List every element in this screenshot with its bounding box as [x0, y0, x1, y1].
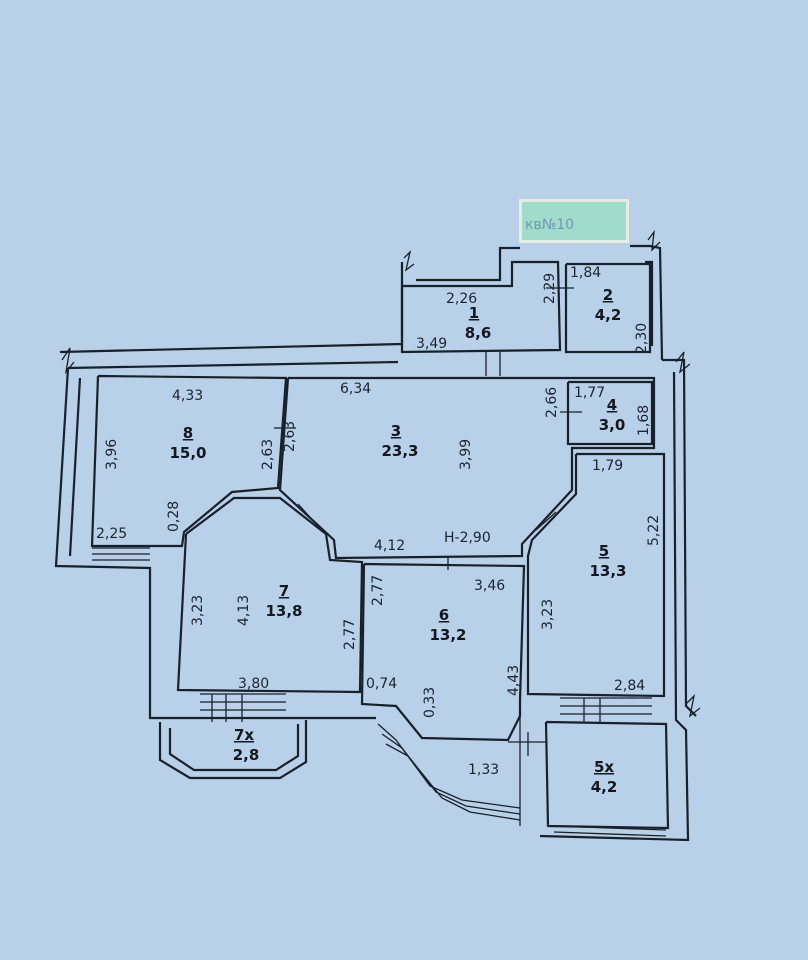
room-8-number: 8 [183, 424, 193, 442]
room-7-area: 13,8 [265, 602, 302, 620]
r2-side-dim: 2,30 [634, 323, 650, 354]
r8-right-dim: 0,28 [166, 501, 182, 532]
room-5-number: 5 [599, 542, 609, 560]
r3-height-dim: 3,99 [458, 439, 474, 470]
window-room-7 [200, 693, 286, 722]
apartment-label: кв№10 [525, 217, 575, 233]
room-7x-number: 7x [234, 726, 254, 744]
room-8-area: 15,0 [169, 444, 206, 462]
r3-left-a-dim: 2,63 [260, 439, 276, 470]
window-room-5 [560, 697, 652, 722]
r5-left-dim: 3,23 [540, 599, 556, 630]
r6-corner-dim: 0,74 [366, 676, 397, 692]
r6-bottom-dim: 1,33 [468, 762, 499, 778]
room-1-number: 1 [469, 304, 479, 322]
r5-bottom-dim: 2,84 [614, 678, 645, 694]
room-5x-area: 4,2 [591, 778, 618, 796]
door-marks [274, 287, 667, 837]
r8-top-dim: 4,33 [172, 388, 203, 404]
r4-side-dim: 2,66 [544, 387, 560, 418]
r7-bottom-dim: 3,80 [238, 676, 269, 692]
r3-left-b-dim: 2,63 [282, 421, 298, 452]
r1-bottom-dim: 3,49 [416, 336, 447, 352]
room-2-area: 4,2 [595, 306, 622, 324]
r6-top-dim: 3,46 [474, 578, 505, 594]
room-walls [90, 260, 670, 830]
window-room-8 [92, 547, 150, 561]
room-labels: 1 8,6 2 4,2 3 23,3 4 3,0 5 13,3 6 13,2 7… [169, 286, 626, 796]
room-3-number: 3 [391, 422, 401, 440]
r4-width-dim: 1,77 [574, 385, 605, 401]
height-note: H-2,90 [444, 530, 491, 546]
dimension-labels: 2,26 3,49 2,29 1,84 2,30 4,33 3,96 2,25 … [96, 265, 662, 778]
r6-diag-dim: 0,33 [422, 687, 438, 718]
r8-bottom-dim: 2,25 [96, 526, 127, 542]
room-6-area: 13,2 [429, 626, 466, 644]
room-7-number: 7 [279, 582, 289, 600]
room-3-area: 23,3 [381, 442, 418, 460]
r8-side-dim: 3,96 [104, 439, 120, 470]
r7-left-dim: 3,23 [190, 595, 206, 626]
r2-top-dim: 1,84 [570, 265, 601, 281]
r7-height-dim: 4,13 [236, 595, 252, 626]
room-1-area: 8,6 [465, 324, 492, 342]
room-4-number: 4 [607, 396, 617, 414]
openings [61, 229, 701, 837]
room-5-area: 13,3 [589, 562, 626, 580]
r6-left-dim: 2,77 [370, 575, 386, 606]
r3-top-dim: 6,34 [340, 381, 371, 397]
r4-right-dim: 1,68 [636, 405, 652, 436]
room-4-area: 3,0 [599, 416, 626, 434]
r3-bottom-dim: 4,12 [374, 538, 405, 554]
r6-right-dim: 4,43 [506, 665, 522, 696]
r1-side-dim: 2,29 [542, 273, 558, 304]
r5-right-dim: 5,22 [646, 515, 662, 546]
r1-top-dim: 2,26 [446, 291, 477, 307]
room-6-number: 6 [439, 606, 449, 624]
room-2-number: 2 [603, 286, 613, 304]
r5-top-dim: 1,79 [592, 458, 623, 474]
r7-right-dim: 2,77 [342, 619, 358, 650]
room-5x-number: 5x [594, 758, 614, 776]
room-7x-area: 2,8 [233, 746, 260, 764]
apartment-label-sticker: кв№10 [519, 199, 629, 243]
